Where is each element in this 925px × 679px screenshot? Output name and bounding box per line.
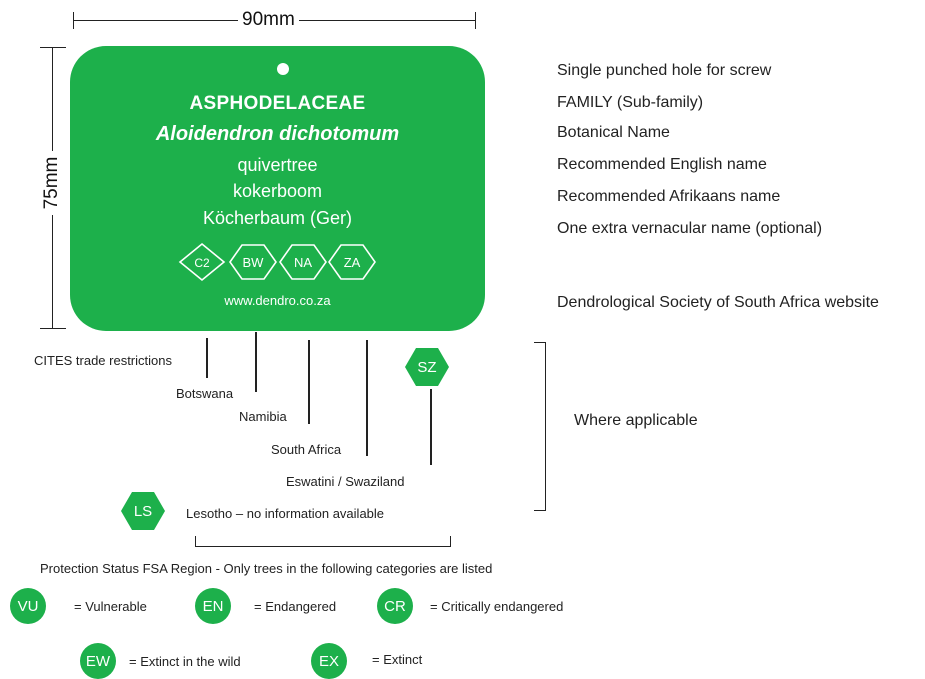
tag-badges: C2 BW NA ZA [178,242,376,282]
website-url: www.dendro.co.za [224,293,331,308]
south-africa-hex-badge: ZA [328,244,376,280]
status-cr-code: CR [384,597,406,615]
annotation-afrikaans-name: Recommended Afrikaans name [557,188,781,205]
width-dimension-tick-right [475,12,476,29]
cites-diamond-badge: C2 [178,242,226,282]
status-en-label: = Endangered [254,599,337,614]
status-ex-label: = Extinct [372,652,423,667]
eswatini-callout-line [430,389,432,465]
namibia-label: Namibia [239,409,287,424]
cites-label: CITES trade restrictions [34,353,172,368]
status-en-badge: EN [195,588,231,624]
english-name: quivertree [237,155,318,175]
annotation-screw-hole: Single punched hole for screw [557,62,772,79]
bottom-bracket-horizontal [195,546,451,547]
annotation-family: FAMILY (Sub-family) [557,94,704,111]
height-dimension-tick-top [40,47,66,48]
botanical-name: Aloidendron dichotomum [155,123,400,145]
botswana-badge-text: BW [243,255,265,270]
height-dimension-label: 75mm [41,151,63,215]
bottom-bracket-left [195,536,196,547]
status-vu-label: = Vulnerable [74,599,147,614]
botswana-label: Botswana [176,386,234,401]
family-name: ASPHODELACEAE [189,93,366,114]
extra-vernacular-name: Köcherbaum (Ger) [202,208,353,228]
screw-hole [277,63,289,75]
status-ex-badge: EX [311,643,347,679]
bracket-top-arm [534,342,546,343]
namibia-callout-line [308,340,310,424]
eswatini-badge-text: SZ [417,358,437,376]
annotation-botanical-name: Botanical Name [557,124,670,141]
botswana-hex-badge: BW [229,244,277,280]
south-africa-badge-text: ZA [344,255,361,270]
annotation-english-name: Recommended English name [557,156,767,173]
status-ew-label: = Extinct in the wild [129,654,241,669]
status-cr-label: = Critically endangered [430,599,564,614]
eswatini-hex-badge: SZ [405,348,449,386]
lesotho-label: Lesotho – no information available [186,506,385,521]
lesotho-hex-badge: LS [121,492,165,530]
lesotho-badge-text: LS [133,502,153,520]
protection-status-heading: Protection Status FSA Region - Only tree… [40,561,493,576]
status-ew-badge: EW [80,643,116,679]
cites-callout-line [206,338,208,378]
eswatini-label: Eswatini / Swaziland [286,474,405,489]
width-dimension-label: 90mm [238,9,299,31]
south-africa-label: South Africa [271,442,342,457]
status-ex-code: EX [318,652,339,670]
status-en-code: EN [202,597,224,615]
namibia-badge-text: NA [294,255,312,270]
bottom-bracket-right [450,536,451,547]
status-ew-code: EW [85,652,111,670]
botswana-callout-line [255,332,257,392]
afrikaans-name: kokerboom [232,181,323,201]
status-vu-code: VU [17,597,39,615]
bracket-bottom-arm [534,510,546,511]
height-dimension-tick-bottom [40,328,66,329]
south-africa-callout-line [366,340,368,456]
width-dimension-tick-left [73,12,74,29]
namibia-hex-badge: NA [279,244,327,280]
cites-badge-text: C2 [194,256,210,270]
status-vu-badge: VU [10,588,46,624]
status-cr-badge: CR [377,588,413,624]
bracket-vertical [545,342,546,510]
where-applicable-label: Where applicable [574,412,698,429]
annotation-website: Dendrological Society of South Africa we… [557,294,879,311]
annotation-extra-name: One extra vernacular name (optional) [557,220,823,237]
plant-label-tag [70,46,485,331]
